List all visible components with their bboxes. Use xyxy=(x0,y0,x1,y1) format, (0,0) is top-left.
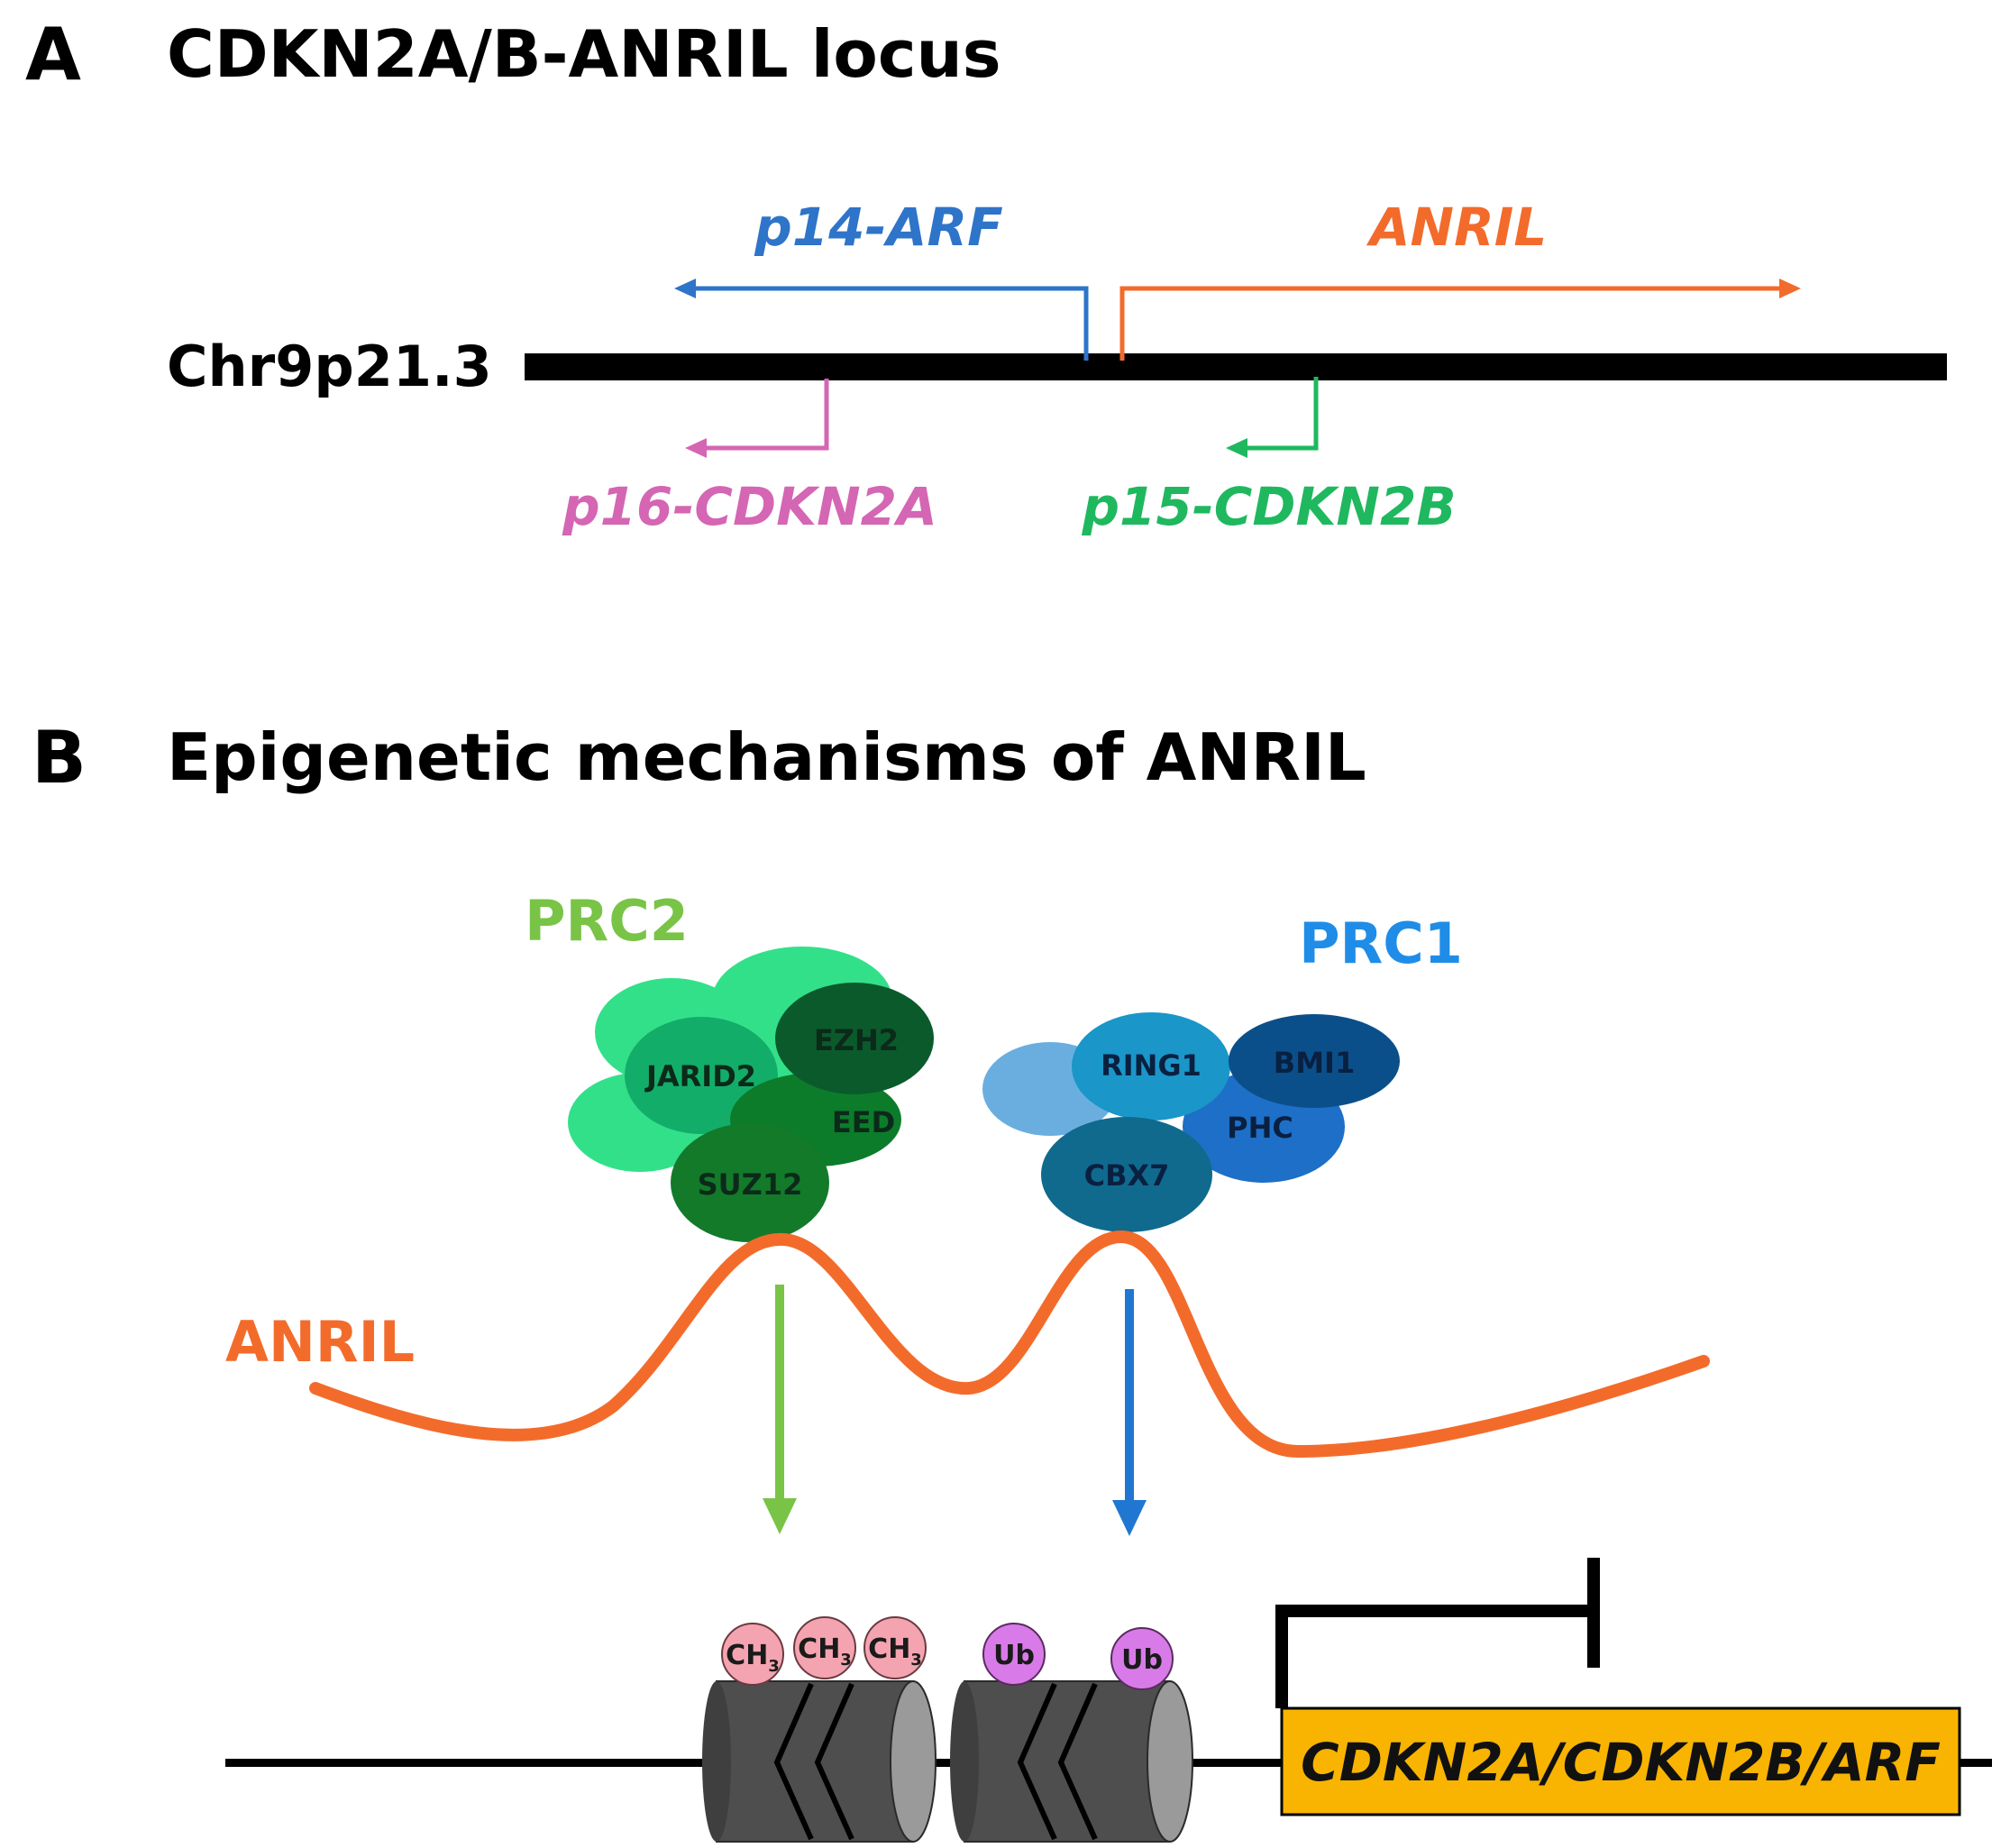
p15-cdkn2b-label: p15-CDKN2B xyxy=(1081,476,1456,537)
ezh2-label: EZH2 xyxy=(814,1023,899,1057)
suz12-label: SUZ12 xyxy=(698,1167,803,1202)
panel-a-letter: A xyxy=(25,13,81,96)
anril-rna-strand xyxy=(309,1230,1710,1459)
prc2-arrow xyxy=(763,1285,797,1534)
prc2-label: PRC2 xyxy=(525,888,689,954)
ubiquitin-mark-label: Ub xyxy=(1121,1644,1163,1676)
panel-a-title: CDKN2A/B-ANRIL locus xyxy=(167,16,1001,92)
eed-label: EED xyxy=(832,1105,895,1139)
anril-arrow xyxy=(1119,279,1801,361)
nucleosome-methylated xyxy=(702,1680,937,1843)
panel-b-title: Epigenetic mechanisms of ANRIL xyxy=(167,719,1366,795)
ubiquitin-mark-label: Ub xyxy=(993,1640,1035,1671)
chromosome-label: Chr9p21.3 xyxy=(167,334,492,399)
methyl-mark: CH3 xyxy=(721,1623,784,1686)
p14-arf-label: p14-ARF xyxy=(754,197,1002,258)
p15-cdkn2b-arrow xyxy=(1226,377,1319,458)
nucleosome-ubiquitinated xyxy=(950,1680,1193,1843)
methyl-mark: CH3 xyxy=(793,1616,856,1679)
cbx7-subunit xyxy=(1041,1117,1212,1232)
panel-b: B Epigenetic mechanisms of ANRIL PRC2 JA… xyxy=(32,716,1992,1843)
p16-cdkn2a-label: p16-CDKN2A xyxy=(562,476,937,537)
repression-symbol xyxy=(1275,1558,1600,1708)
ring1-subunit xyxy=(1072,1012,1230,1121)
anril-gene-label: ANRIL xyxy=(1366,197,1548,258)
methyl-mark-label: CH3 xyxy=(798,1633,852,1670)
methyl-mark-label: CH3 xyxy=(726,1640,780,1676)
phc-label: PHC xyxy=(1227,1111,1293,1145)
prc1-label: PRC1 xyxy=(1299,910,1463,976)
p14-arf-arrow xyxy=(674,279,1089,361)
target-gene-box xyxy=(1280,1706,1961,1816)
bmi1-label: BMI1 xyxy=(1274,1046,1355,1080)
prc2-complex: JARID2 EED EZH2 SUZ12 xyxy=(568,947,934,1242)
cbx7-label: CBX7 xyxy=(1084,1158,1170,1193)
jarid2-label: JARID2 xyxy=(644,1059,756,1093)
chromosome-bar xyxy=(525,353,1947,380)
methyl-mark: CH3 xyxy=(863,1616,927,1679)
p16-cdkn2a-arrow xyxy=(685,379,829,458)
target-gene-label: CDKN2A/CDKN2B/ARF xyxy=(1301,1732,1941,1793)
ring1-label: RING1 xyxy=(1101,1048,1202,1083)
panel-b-letter: B xyxy=(32,716,87,800)
anril-rna-label: ANRIL xyxy=(225,1309,415,1375)
suz12-subunit xyxy=(671,1123,829,1242)
ezh2-subunit xyxy=(775,983,934,1094)
prc1-complex: PHC RING1 BMI1 CBX7 xyxy=(982,1012,1400,1232)
panel-a: A CDKN2A/B-ANRIL locus Chr9p21.3 p14-ARF… xyxy=(25,13,1947,537)
ubiquitin-mark: Ub xyxy=(982,1623,1046,1686)
methyl-mark-label: CH3 xyxy=(868,1633,922,1670)
ubiquitin-mark: Ub xyxy=(1110,1627,1174,1690)
prc1-arrow xyxy=(1112,1289,1147,1536)
bmi1-subunit xyxy=(1229,1014,1400,1108)
